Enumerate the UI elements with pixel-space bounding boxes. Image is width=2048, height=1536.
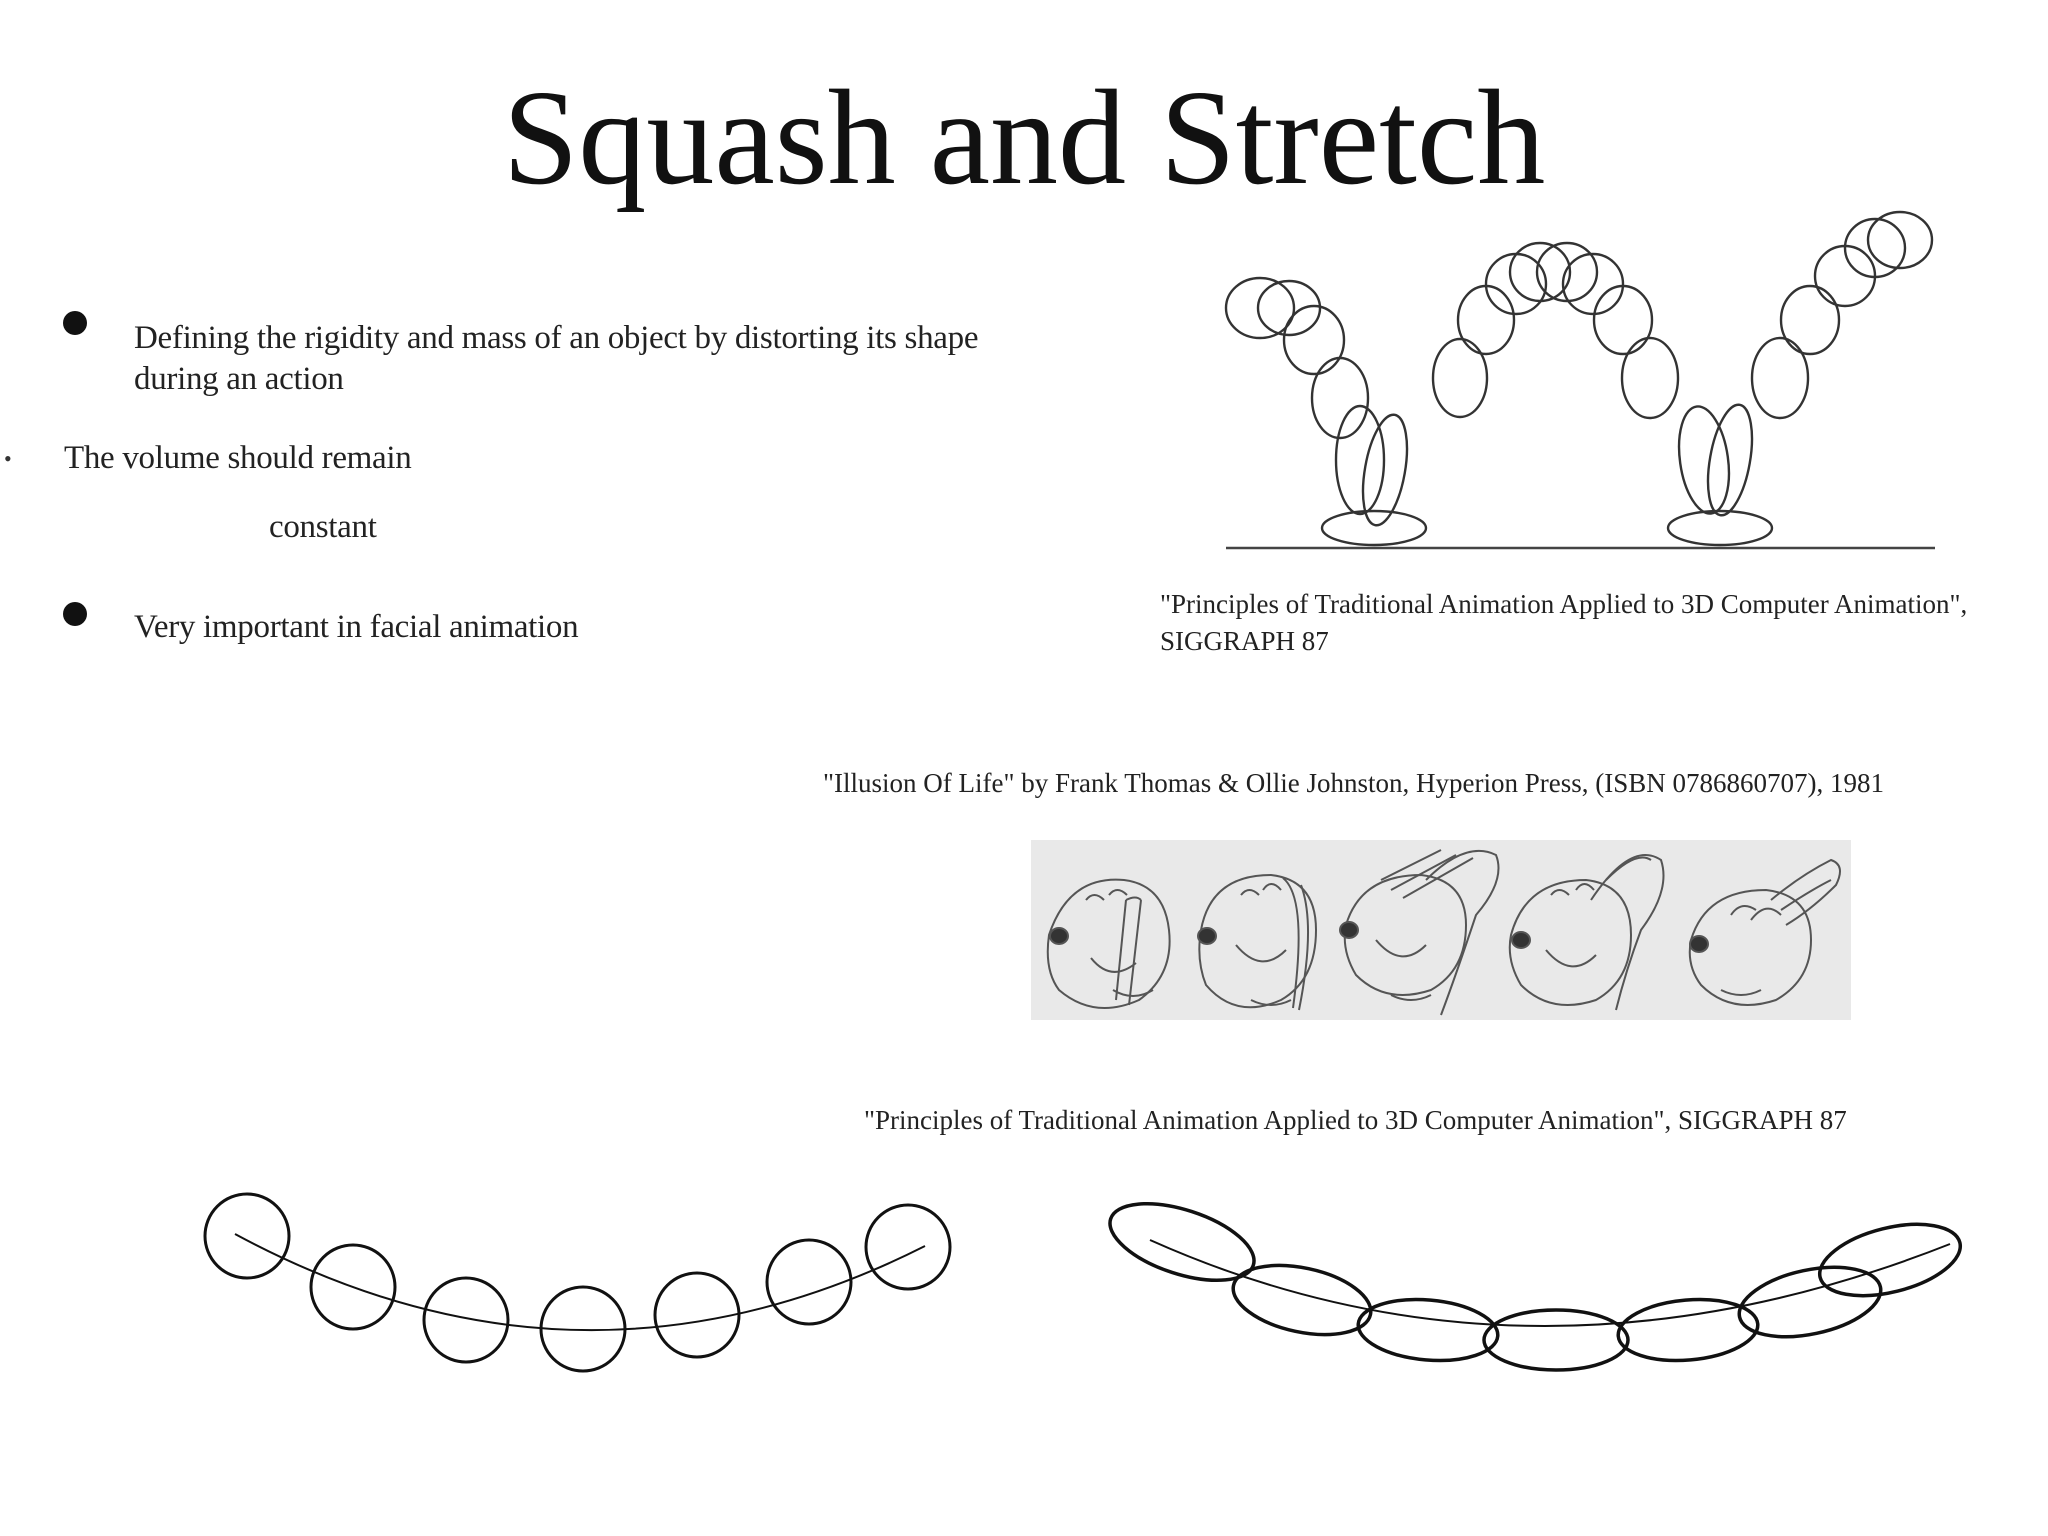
bullet-2-line-2: constant	[269, 509, 377, 545]
stretched-ellipses-arc	[1108, 1201, 1963, 1372]
caption-siggraph-top-line-2: SIGGRAPH 87	[1160, 626, 1329, 656]
bullet-1-line-1: Defining the rigidity and mass of an obj…	[134, 320, 979, 356]
pluto-sketch-frame-3	[1339, 849, 1500, 1016]
caption-siggraph-bottom: "Principles of Traditional Animation App…	[864, 1105, 1847, 1135]
rigid-circles-arc	[203, 1192, 952, 1373]
bullet-2-line-1: The volume should remain	[64, 440, 412, 476]
bullet-3-line-1: Very important in facial animation	[134, 609, 579, 645]
caption-illusion-of-life: "Illusion Of Life" by Frank Thomas & Oll…	[823, 768, 1884, 798]
bouncing-ball-drawing	[1224, 210, 1935, 550]
bullet-marker	[63, 602, 87, 626]
slide-title: Squash and Stretch	[502, 63, 1546, 213]
bullet-1-line-2: during an action	[134, 361, 344, 397]
pluto-sketch-frame-4	[1508, 854, 1665, 1011]
pluto-sketch-frame-2	[1197, 873, 1318, 1011]
sub-bullet-marker: •	[4, 446, 12, 471]
pluto-sketch-frame-1	[1046, 878, 1171, 1009]
pluto-sketch-frame-5	[1688, 858, 1841, 1006]
bullet-marker	[63, 311, 87, 335]
caption-siggraph-top-line-1: "Principles of Traditional Animation App…	[1160, 589, 1968, 619]
pluto-face-sketches	[1031, 840, 1851, 1020]
